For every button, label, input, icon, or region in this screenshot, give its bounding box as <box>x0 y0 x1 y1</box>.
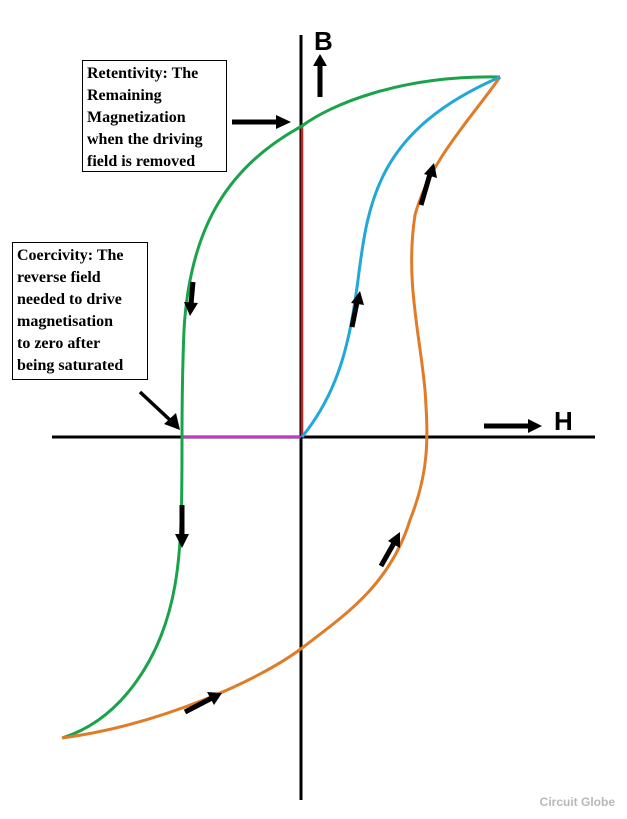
arrow-green-down-lower <box>175 505 189 548</box>
arrow-green-down-upper <box>184 281 198 316</box>
magnetising-branch-curve <box>61 76 502 740</box>
arrow-blue-up <box>349 291 364 328</box>
arrow-h-direction <box>484 419 542 433</box>
watermark: Circuit Globe <box>539 795 615 809</box>
arrow-orange-bottom <box>183 692 222 715</box>
h-axis-label: H <box>554 406 573 436</box>
arrow-orange-up-upper <box>418 163 437 206</box>
retentivity-annotation: Retentivity: The Remaining Magnetization… <box>82 60 227 172</box>
arrow-retentivity-pointer <box>232 115 291 129</box>
arrow-orange-up-lower <box>378 532 400 568</box>
arrow-b-direction <box>313 54 327 97</box>
b-axis-label: B <box>314 26 333 56</box>
initial-magnetisation-curve <box>300 75 501 438</box>
coercivity-annotation: Coercivity: The reverse field needed to … <box>12 242 148 380</box>
demagnetising-branch-curve <box>61 75 501 740</box>
arrow-coercivity-pointer <box>138 390 180 430</box>
